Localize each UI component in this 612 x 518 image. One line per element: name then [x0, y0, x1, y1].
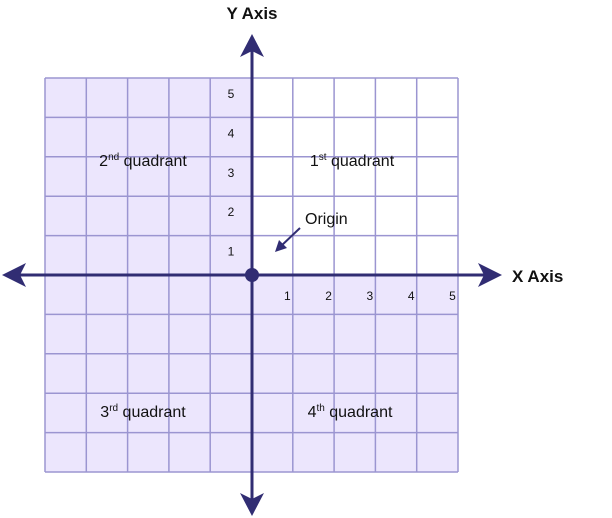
y-tick-label: 5	[228, 87, 235, 101]
origin-label: Origin	[305, 211, 348, 228]
y-tick-label: 2	[228, 205, 235, 219]
x-tick-label: 4	[408, 289, 415, 303]
y-tick-label: 1	[228, 245, 235, 259]
quadrant-2-label: 2nd quadrant	[99, 152, 187, 170]
x-tick-label: 5	[449, 289, 456, 303]
y-axis-down-arrow-icon	[240, 493, 264, 516]
origin-arrowhead-icon	[275, 240, 287, 252]
origin-point	[245, 268, 259, 282]
origin-pointer-arrow	[279, 227, 301, 248]
y-axis-title: Y Axis	[226, 4, 277, 23]
x-tick-label: 2	[325, 289, 332, 303]
y-tick-label: 4	[228, 126, 235, 140]
y-tick-label: 3	[228, 166, 235, 180]
quadrant-1-label: 1st quadrant	[310, 152, 395, 170]
x-tick-label: 3	[367, 289, 374, 303]
quadrant-3-label: 3rd quadrant	[100, 403, 186, 421]
x-tick-label: 1	[284, 289, 291, 303]
x-axis-left-arrow-icon	[2, 263, 26, 287]
quadrant-4-fill	[252, 275, 458, 472]
y-axis-up-arrow-icon	[240, 34, 264, 57]
x-axis-right-arrow-icon	[478, 263, 502, 287]
quadrant-4-label: 4th quadrant	[308, 403, 393, 421]
x-axis-title: X Axis	[512, 267, 563, 286]
